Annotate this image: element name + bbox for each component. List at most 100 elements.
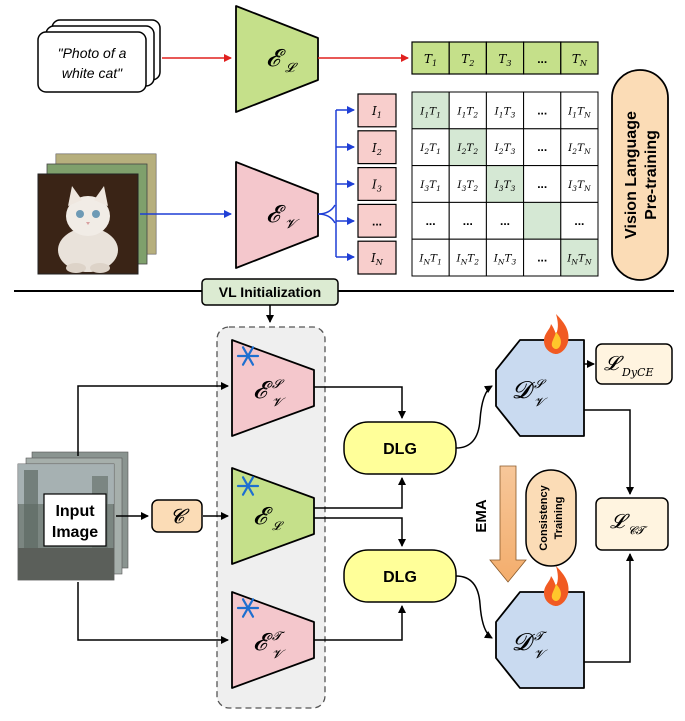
matrix-text-symbol: T — [466, 105, 474, 117]
matrix-image-index: N — [460, 258, 468, 267]
flame-icon — [544, 566, 569, 606]
text-token-label-sub: 2 — [468, 58, 474, 68]
matrix-ellipsis: ... — [500, 214, 510, 228]
matrix-text-index: 1 — [436, 147, 441, 156]
ema-arrow: EMA — [473, 465, 527, 583]
matrix-cell — [523, 201, 562, 240]
snowflake-icon — [236, 346, 260, 366]
vl-initialization-label: VL Initialization — [219, 284, 321, 300]
matrix-cell — [485, 165, 525, 203]
matrix-cell-label: I2T2 — [456, 142, 478, 156]
matrix-image-index: 2 — [461, 147, 467, 156]
text-token-label: T1 — [424, 52, 437, 68]
decoder-to-loss-connectors — [584, 360, 634, 663]
text-token-cell — [411, 41, 450, 75]
matrix-image-symbol: I — [567, 105, 573, 117]
loss-ct-box: 𝓛 𝓒𝓣 — [595, 497, 669, 551]
matrix-image-symbol: I — [419, 105, 425, 117]
matrix-image-index: N — [497, 258, 505, 267]
matrix-cell — [485, 201, 525, 240]
matrix-cell — [560, 91, 599, 130]
matrix-image-symbol: I — [419, 142, 425, 154]
matrix-text-index: 3 — [511, 258, 516, 267]
matrix-text-symbol: T — [429, 179, 437, 191]
matrix-cell-label: INTN — [566, 253, 592, 267]
matrix-image-index: N — [422, 258, 430, 267]
matrix-ellipsis: ... — [574, 214, 584, 228]
caption-line-1: "Photo of a — [58, 45, 127, 61]
matrix-cell — [523, 91, 562, 130]
matrix-cell — [411, 91, 450, 130]
image-encoder-fanout — [317, 106, 355, 261]
matrix-cell-label: I3T1 — [419, 179, 441, 193]
matrix-image-symbol: I — [494, 142, 500, 154]
matrix-image-index: 1 — [424, 110, 429, 119]
image-token-cell — [357, 167, 397, 202]
text-token-label: ... — [537, 52, 547, 66]
matrix-ellipsis: ... — [463, 214, 473, 228]
matrix-text-symbol: T — [504, 253, 512, 265]
matrix-text-index: 3 — [511, 147, 516, 156]
vl-initialization-box: VL Initialization — [201, 278, 339, 306]
image-token-label-base: I — [371, 178, 377, 192]
text-token-label: T3 — [498, 52, 511, 68]
image-token-label: I3 — [371, 178, 382, 194]
vl-pretraining-line-2: Pre-training — [643, 130, 660, 220]
matrix-ellipsis: ... — [537, 177, 547, 191]
matrix-cell-label: ... — [574, 214, 584, 228]
matrix-cell-label: ... — [500, 214, 510, 228]
matrix-image-symbol: I — [494, 105, 500, 117]
consistency-training-pill: Consistency Training — [525, 469, 577, 567]
matrix-image-symbol: I — [456, 142, 462, 154]
matrix-text-index: 2 — [472, 147, 478, 156]
matrix-cell — [411, 201, 450, 240]
matrix-cell — [448, 238, 487, 277]
matrix-cell-label: ... — [537, 103, 547, 117]
matrix-image-index: N — [570, 258, 578, 267]
matrix-cell-label: I1T1 — [419, 105, 441, 119]
encoder-to-dlg-connectors — [314, 386, 406, 641]
matrix-image-index: 3 — [572, 184, 577, 193]
consistency-line-1: Consistency — [538, 484, 550, 550]
matrix-image-index: 1 — [572, 110, 577, 119]
matrix-image-index: 2 — [423, 147, 429, 156]
matrix-image-index: 2 — [498, 147, 504, 156]
matrix-cell — [411, 128, 450, 167]
matrix-image-index: 2 — [571, 147, 577, 156]
matrix-image-index: 1 — [462, 110, 467, 119]
text-token-label-base: T — [572, 52, 581, 66]
image-token-cell — [357, 93, 397, 128]
matrix-cell — [560, 165, 599, 203]
student-decoder: 𝓓 𝓢 𝓥 — [495, 339, 585, 437]
matrix-text-symbol: T — [504, 142, 512, 154]
matrix-cell-label: INT1 — [418, 253, 442, 267]
matrix-text-index: N — [583, 184, 591, 193]
matrix-cell-label: I2TN — [567, 142, 591, 156]
matrix-cell — [523, 238, 562, 277]
image-token-label-base: I — [371, 141, 377, 155]
matrix-text-index: 3 — [511, 110, 516, 119]
pretrain-image-encoder: 𝓔 𝓥 — [235, 161, 319, 269]
text-token-label-sub: 3 — [506, 58, 511, 68]
image-token-label-sub: 3 — [377, 184, 382, 194]
text-token-label-sub: N — [579, 58, 588, 68]
caption-line-2: white cat" — [62, 65, 123, 81]
matrix-image-symbol: I — [494, 179, 500, 191]
dlg-to-decoder-connectors — [455, 385, 493, 639]
matrix-cell-label: ... — [426, 214, 436, 228]
matrix-cell-label: I3T3 — [494, 179, 516, 193]
matrix-image-symbol: I — [566, 253, 572, 265]
matrix-text-symbol: T — [504, 105, 512, 117]
ema-label: EMA — [473, 499, 490, 533]
matrix-cell-label: I1T3 — [494, 105, 516, 119]
image-token-label: ... — [372, 214, 382, 228]
pretrain-text-encoder: 𝓔 𝓛 — [235, 5, 319, 113]
snowflake-icon — [236, 476, 260, 496]
dlg-bottom-label: DLG — [383, 569, 417, 586]
image-token-label: I2 — [371, 141, 382, 157]
text-token-cell — [560, 41, 599, 75]
matrix-cell — [411, 238, 450, 277]
matrix-cell-label: INT3 — [493, 253, 517, 267]
